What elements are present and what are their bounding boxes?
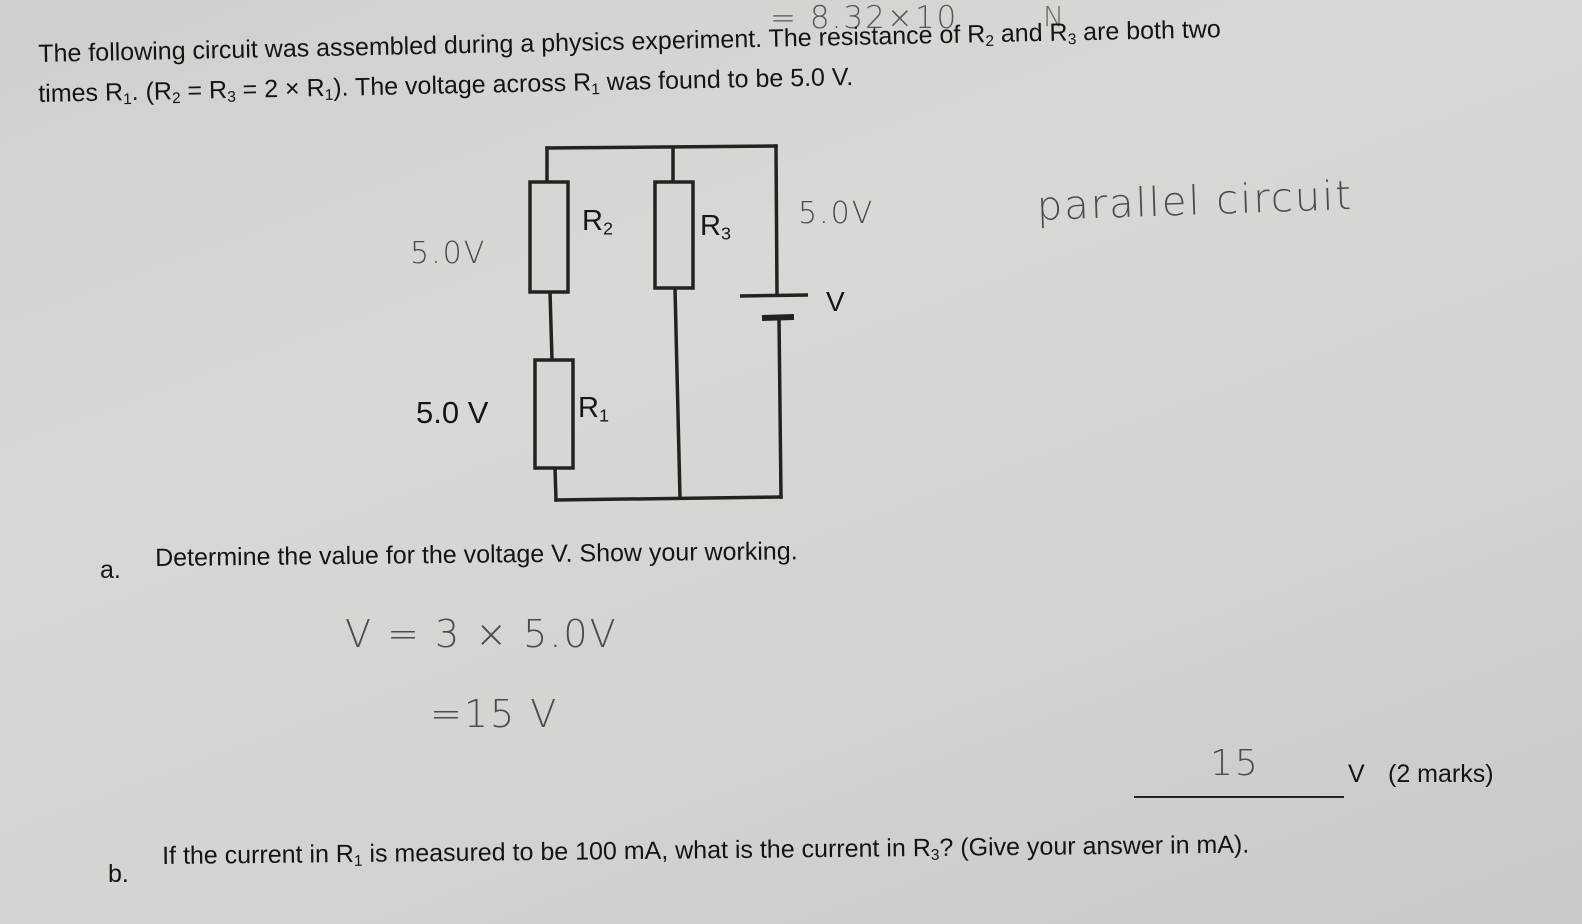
wire-right-upper [774,144,779,297]
resistor-r3 [653,180,695,290]
wire-bottom [554,495,783,502]
wire-middle-lower [673,286,682,500]
part-a-letter: a. [100,556,121,584]
resistor-r1 [533,358,575,470]
handwritten-working-line2: =15 V [430,692,559,736]
answer-unit: V [1348,760,1365,788]
handwritten-r2-voltage: 5.0V [410,236,487,271]
handwritten-answer: 15 [1210,743,1260,784]
wire-left-mid [548,290,554,362]
battery-long-plate [739,293,809,298]
resistor-r2 [528,180,570,294]
answer-marks: (2 marks) [1388,760,1494,788]
handwritten-working-line1: V = 3 × 5.0V [345,612,618,656]
label-r1: R1 [578,392,609,426]
handwritten-top-scribble: = 8.32×10 [770,0,959,36]
wire-left-lower [553,466,558,502]
wire-top [545,144,778,150]
handwritten-top-scribble-n: N [1043,0,1066,33]
label-r3: R3 [700,210,731,244]
battery-short-plate [761,314,795,321]
wire-right-lower [777,316,783,499]
part-b-letter: b. [108,860,129,888]
answer-line [1134,796,1344,798]
label-r2: R2 [582,205,613,239]
label-r1-voltage: 5.0 V [416,395,489,430]
label-supply-v: V [826,286,845,317]
handwritten-supply-voltage: 5.0V [798,196,875,231]
